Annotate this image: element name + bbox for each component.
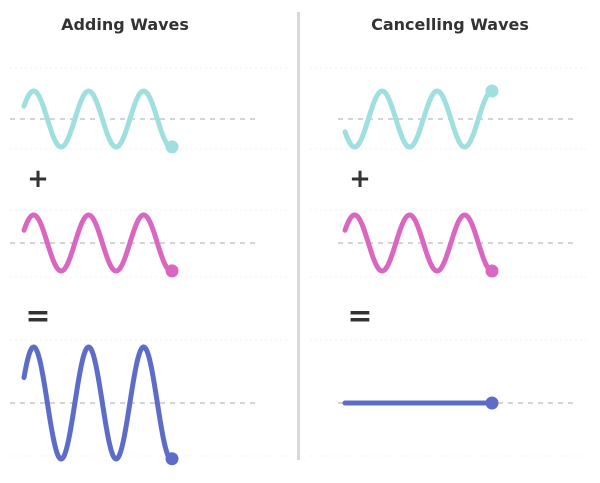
operator-symbols: + + = = (25, 164, 372, 334)
plus-operator-left: + (27, 164, 49, 194)
left-wave-a-endpoint (165, 140, 179, 154)
left-result-endpoint (165, 452, 179, 466)
wave-endpoints (165, 84, 499, 466)
adding-waves-title: Adding Waves (61, 15, 189, 34)
cancelling-waves-title: Cancelling Waves (371, 15, 529, 34)
left-wave-b-endpoint (165, 264, 179, 278)
left-wave-a-curve (21, 88, 175, 150)
right-wave-b-curve (342, 212, 495, 274)
left-result-curve (21, 344, 175, 462)
plus-operator-right: + (349, 164, 371, 194)
left-wave-b-curve (21, 212, 175, 274)
background-gridlines (10, 67, 590, 457)
panel-divider (297, 12, 300, 460)
right-wave-a-curve (342, 88, 495, 150)
right-result-endpoint (485, 396, 499, 410)
wave-curves (21, 88, 495, 462)
equals-operator-left: = (25, 299, 50, 334)
wave-baselines (10, 118, 578, 404)
right-wave-b-endpoint (485, 264, 499, 278)
equals-operator-right: = (347, 299, 372, 334)
right-wave-a-endpoint (485, 84, 499, 98)
